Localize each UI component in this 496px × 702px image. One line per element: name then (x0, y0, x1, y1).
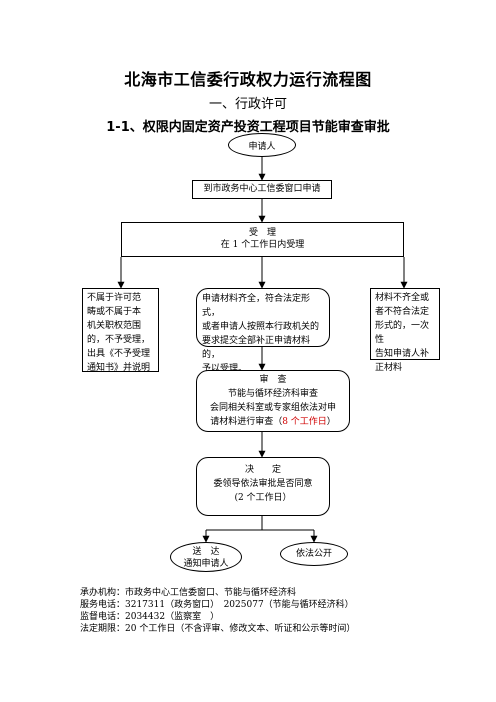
publish-label: 依法公开 (295, 549, 332, 559)
deliver-line: 通知申请人 (183, 559, 229, 569)
accept-condition-line-1: 申请材料齐全，符合法定形式， (202, 294, 311, 318)
decision-title: 决 定 (244, 465, 281, 475)
applicant-label: 申请人 (248, 142, 276, 152)
footer-supervise: 监督电话：2034432（监察室 ） (80, 612, 220, 622)
decision-line-2: (2 个工作日） (234, 493, 292, 503)
supplement-line-1: 材料不齐全或 (375, 293, 430, 303)
reject-node: 不属于许可范 畴或不属于本 机关职权范围 的，不予受理， 出具《不予受理 通知书… (82, 288, 159, 373)
reject-line-4: 的，不予受理， (87, 335, 151, 345)
reject-line-6: 通知书》并说明 (87, 363, 151, 373)
review-line-2: 会同相关科室或专家组依法对申 (209, 403, 336, 413)
accept-node: 受 理 在 1 个工作日内受理 (121, 222, 404, 257)
supplement-line-4: 告知申请人补 (375, 349, 430, 359)
accept-condition-node: 申请材料齐全，符合法定形式， 或者申请人按照本行政机关的 要求提交全部补正申请材… (196, 288, 330, 374)
supplement-line-2: 者不符合法定 (375, 307, 430, 317)
review-line-3: 请材料进行审查（8 个工作日） (197, 415, 349, 429)
page-subtitle: 一、行政许可 (208, 97, 287, 112)
review-line-3-suffix: ） (326, 417, 336, 427)
applicant-node: 申请人 (228, 133, 296, 157)
accept-condition-line-2: 或者申请人按照本行政机关的 (202, 322, 320, 332)
footer-agency: 承办机构：市政务中心工信委窗口、节能与循环经济科 (80, 588, 297, 598)
deliver-title: 送 达 (192, 547, 220, 557)
accept-condition-line-4: 予以受理。 (202, 364, 248, 374)
supplement-line-5: 正材料 (375, 363, 403, 373)
footer-phone: 服务电话：3217311（政务窗口） 2025077（节能与循环经济科） (80, 600, 354, 610)
publish-node: 依法公开 (280, 542, 348, 566)
apply-node: 到市政务中心工信委窗口申请 (192, 180, 332, 199)
reject-line-5: 出具《不予受理 (87, 349, 151, 359)
decision-node: 决 定 委领导依法审批是否同意 (2 个工作日） (196, 457, 330, 516)
decision-line-1: 委领导依法审批是否同意 (213, 479, 313, 489)
reject-line-1: 不属于许可范 (87, 293, 142, 303)
deliver-node: 送 达 通知申请人 (170, 542, 242, 572)
section-title: 1-1、权限内固定资产投资工程项目节能审查审批 (106, 120, 390, 135)
reject-line-2: 畴或不属于本 (87, 307, 142, 317)
accept-condition-line-3: 要求提交全部补正申请材料的， (202, 336, 311, 360)
supplement-line-3: 形式的，一次性 (375, 321, 430, 345)
accept-time: 在 1 个工作日内受理 (220, 240, 305, 250)
footer-deadline: 法定期限：20 个工作日（不含评审、修改文本、听证和公示等时间） (80, 624, 356, 634)
review-title: 审 查 (259, 375, 287, 385)
review-line-1: 节能与循环经济科审查 (227, 389, 318, 399)
review-line-3-prefix: 请材料进行审查（ (210, 417, 283, 427)
apply-label: 到市政务中心工信委窗口申请 (203, 184, 321, 194)
review-days: 8 个工作日 (282, 417, 327, 427)
review-node: 审 查 节能与循环经济科审查 会同相关科室或专家组依法对申 请材料进行审查（8 … (196, 370, 350, 432)
accept-title: 受 理 (248, 228, 276, 238)
reject-line-3: 机关职权范围 (87, 321, 142, 331)
supplement-node: 材料不齐全或 者不符合法定 形式的，一次性 告知申请人补 正材料 (370, 288, 440, 373)
page-title: 北海市工信委行政权力运行流程图 (124, 70, 372, 89)
